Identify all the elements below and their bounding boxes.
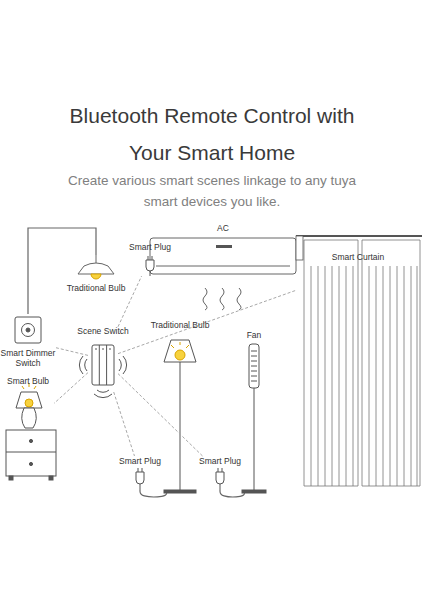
diagram-title: Bluetooth Remote Control with Your Smart… [52,97,372,171]
plug-icon [136,468,144,490]
device-label: Smart Plug [119,456,161,466]
ac-body [150,238,296,274]
power-wire [140,490,167,497]
drawer-line [6,452,56,453]
stand-leg [9,476,13,480]
drawer-knob [29,462,32,465]
plug-body [136,472,144,484]
lamp-cord [96,255,97,263]
device-node: Fan [240,330,268,493]
signal-link [118,290,296,353]
plug-pins [148,256,152,260]
subtitle-text: Create various smart scenes linkage to a… [62,170,362,212]
plug-cord [220,484,221,490]
signal-arcs [119,356,127,374]
lamp-shade [78,263,114,274]
device-node: Smart Bulb [2,376,54,478]
device-node: Traditional Bulb [64,255,128,293]
power-wire [220,490,244,497]
knob-center [26,328,30,332]
airflow [237,288,241,310]
curtain-panel [304,240,358,486]
switch-plate [15,317,41,343]
scene-switch [79,345,126,398]
fan-pole [254,388,255,490]
curtain-rod [296,235,422,237]
plug-body [216,472,224,484]
signal-link [56,348,88,356]
floor-lamp [164,340,196,493]
device-label: Smart Plug [129,242,171,252]
device-node: Scene Switch [88,326,118,392]
lamp-shade [164,340,196,362]
curtain-folds [311,266,417,486]
plug-body [146,260,154,271]
signal-arcs [94,390,112,398]
curtain [296,236,422,486]
device-label: Traditional Bulb [151,320,210,330]
device-label: Smart Dimmer Switch [0,348,57,368]
fan-foot [242,490,266,493]
table-lamp [6,383,56,480]
ac-vent [156,266,290,267]
lamp-base [22,408,37,428]
device-node: Smart Plug [200,456,240,490]
plug-icon [216,468,224,490]
signal-link [114,392,135,456]
device-label: Scene Switch [77,326,129,336]
device-node: AC [150,220,296,276]
signal-link [118,374,203,456]
device-node: Smart Plug [128,240,172,276]
plug-cord [150,271,151,276]
dimmer-switch [15,317,41,343]
airflow [203,288,207,310]
nightstand [6,430,56,476]
device-label: Smart Plug [199,456,241,466]
device-node: Smart Plug [122,456,158,490]
curtain-motor [296,236,303,260]
dimmer-knob [22,324,35,337]
lamp-pole [180,362,181,490]
ceiling-lamp [78,255,114,279]
signal-arcs [79,356,87,374]
device-node: Smart Dimmer Switch [0,314,56,368]
ac-display [216,245,232,248]
bulb-glow [91,274,101,279]
fan-head [249,344,259,388]
signal-link [54,373,88,404]
device-node: Smart Curtain [296,234,420,490]
switch-keys [99,345,106,385]
device-node: Traditional Bulb [160,320,200,493]
bulb-glow [25,399,33,407]
lamp-shade [16,392,42,408]
plug-icon [146,256,154,276]
lamp-foot [164,490,196,493]
power-wire [28,228,96,314]
key-marks [95,349,111,350]
drawer-knob [29,439,32,442]
stand-leg [49,476,53,480]
device-label: Fan [247,330,262,340]
airflow [220,288,224,310]
switch-body [92,345,114,385]
device-label: Traditional Bulb [67,283,126,293]
device-label: Smart Curtain [332,252,384,262]
fan-grill [251,351,257,381]
tower-fan [242,344,266,493]
bulb-glow [175,350,185,360]
bulb-rays [171,342,189,348]
device-label: AC [217,223,229,233]
plug-cord [140,484,141,490]
plug-pins [218,468,222,472]
plug-pins [138,468,142,472]
air-conditioner [150,238,296,310]
device-label: Smart Bulb [7,376,49,386]
